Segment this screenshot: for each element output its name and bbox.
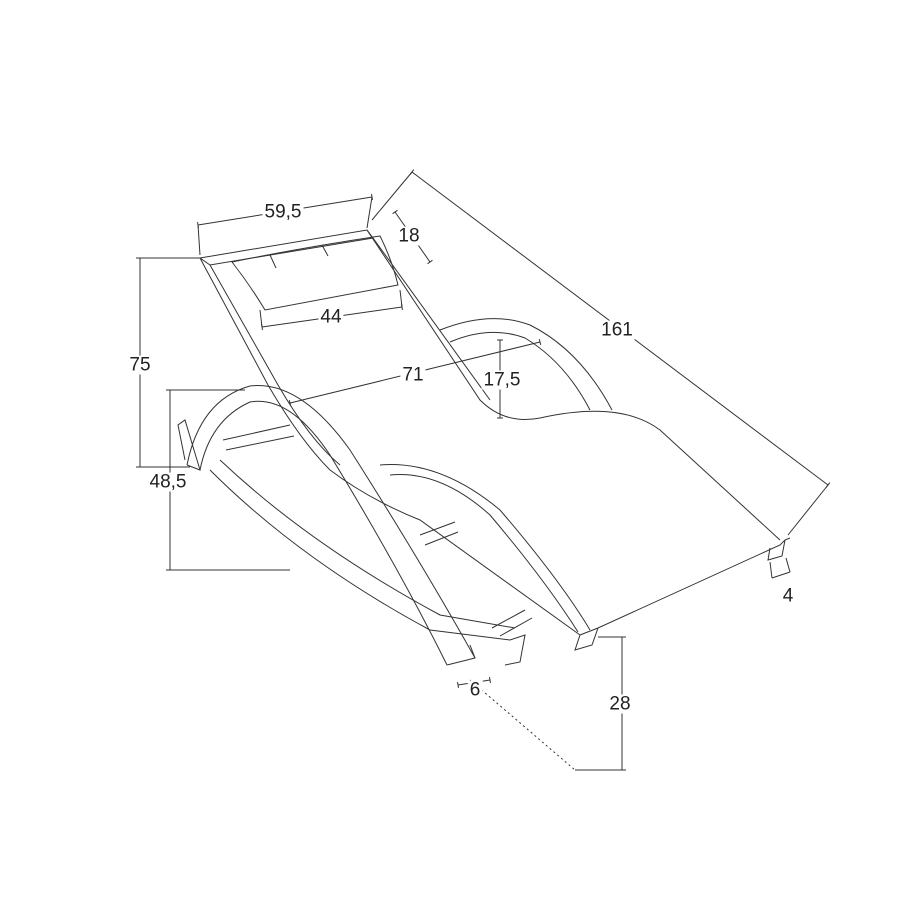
rear-arch — [439, 318, 613, 411]
rocker-base — [209, 424, 591, 666]
dim-arch-width: 71 — [400, 364, 426, 386]
dim-seat-depth: 17,5 — [481, 369, 523, 391]
dim-pillow-height: 18 — [396, 225, 422, 247]
pillow — [231, 235, 399, 311]
dim-pillow-width: 44 — [318, 306, 344, 328]
dim-height-total: 75 — [127, 354, 153, 376]
dim-length-total: 161 — [599, 319, 635, 341]
seat-frame — [198, 229, 791, 651]
dim-ground-clearance: 28 — [607, 693, 633, 715]
dim-rail-rear: 4 — [780, 585, 796, 607]
front-arch — [177, 385, 476, 666]
dim-width-total: 59,5 — [262, 201, 304, 223]
dim-rail-front: 6 — [467, 679, 483, 701]
dim-arch-height: 48,5 — [147, 471, 189, 493]
